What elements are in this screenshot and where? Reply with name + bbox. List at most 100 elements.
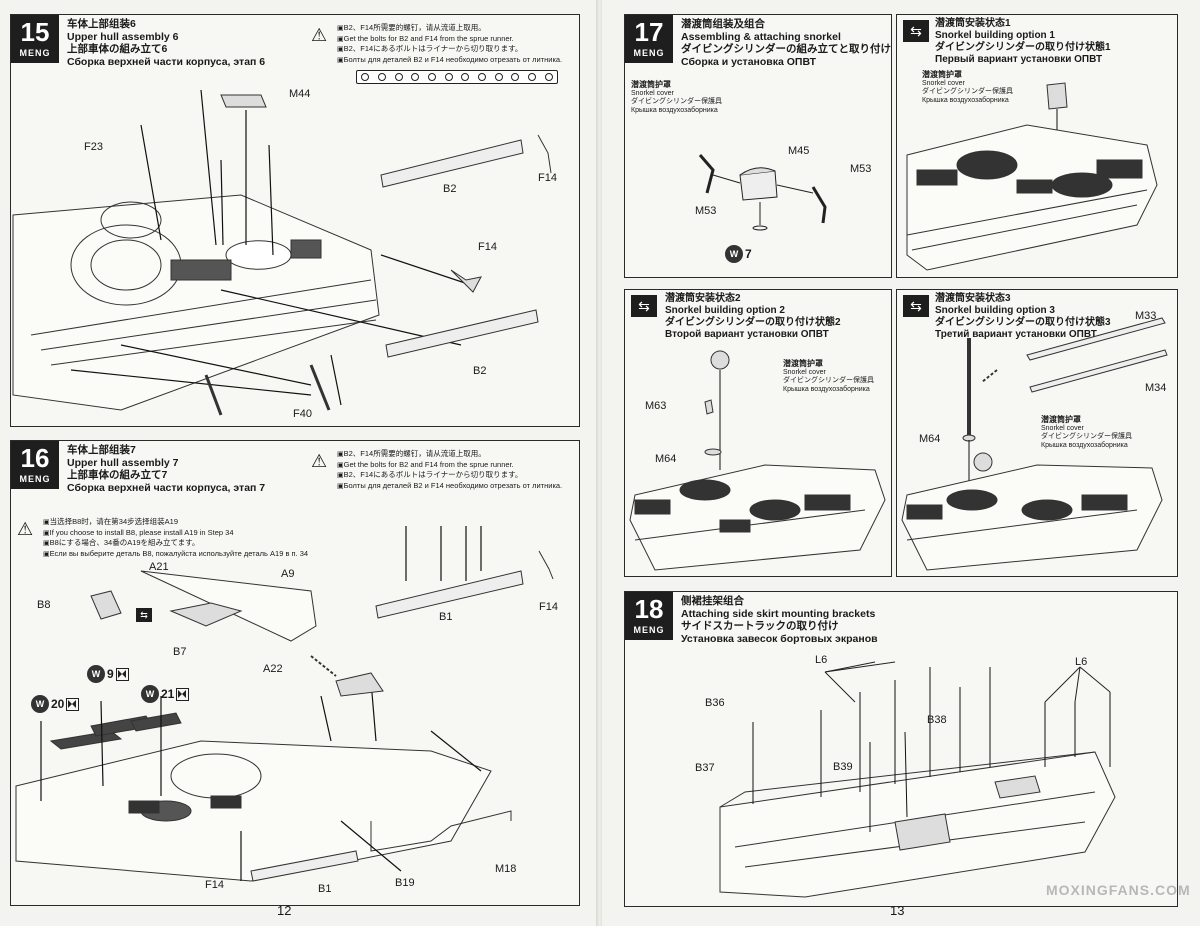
note-jp: ダイビングシリンダー保護具	[783, 377, 874, 385]
part-label: B1	[318, 883, 332, 895]
step-number: 15	[20, 17, 50, 47]
warning-cn: B2、F14所需要的螺钉，请从流道上取用。	[337, 449, 562, 460]
part-label: B38	[927, 714, 947, 726]
snorkel-cover-note: 潜渡筒护罩 Snorkel cover ダイビングシリンダー保護具 Крышка…	[783, 359, 874, 394]
part-label: M33	[1135, 310, 1157, 322]
paint-number: 7	[745, 247, 752, 261]
sprue-runner-icon	[356, 70, 558, 84]
title-ru: Третий вариант установки ОПВТ	[935, 329, 1097, 340]
option-swap-icon: ⇆	[136, 608, 152, 622]
part-label: M64	[655, 453, 677, 465]
title-cn: 潜渡筒安装状态1	[935, 18, 1011, 29]
step-number-box: 16 MENG	[11, 441, 59, 489]
part-label: B2	[473, 365, 487, 377]
part-label: F14	[205, 879, 224, 891]
step-number-box: 18 MENG	[625, 592, 673, 640]
brand-logo: MENG	[19, 474, 51, 484]
option-3-diagram	[901, 317, 1168, 571]
part-label: M34	[1145, 382, 1167, 394]
title-cn: 侧裙挂架组合	[681, 595, 744, 607]
step-16-diagram	[15, 526, 554, 882]
warning-en: Get the bolts for B2 and F14 from the sp…	[337, 34, 562, 45]
brand-logo: MENG	[633, 48, 665, 58]
brand-logo: MENG	[633, 625, 665, 635]
part-label: M64	[919, 433, 941, 445]
warning-en: Get the bolts for B2 and F14 from the sp…	[337, 460, 562, 471]
title-en: Snorkel building option 2	[665, 305, 785, 316]
step-17-panel: 17 MENG 潜渡筒组装及组合 Assembling & attaching …	[624, 14, 892, 278]
matte-icon	[66, 697, 80, 711]
note-en: Snorkel cover	[922, 79, 965, 87]
paint-badge-w21: W 21	[141, 685, 190, 703]
title-en: Assembling & attaching snorkel	[681, 30, 841, 43]
note-cn: 潜渡筒护罩	[631, 80, 671, 89]
note-cn: 潜渡筒护罩	[1041, 415, 1081, 424]
option-title-block: 潜渡筒安装状态1 Snorkel building option 1 ダイビング…	[935, 18, 1111, 66]
warning-icon: ⚠	[17, 519, 34, 539]
part-label: B37	[695, 762, 715, 774]
title-jp: ダイビングシリンダーの取り付け状態3	[935, 317, 1111, 328]
part-label: A22	[263, 663, 283, 675]
title-en: Upper hull assembly 6	[67, 30, 179, 43]
paint-number: 9	[107, 667, 114, 681]
left-page: 15 MENG 车体上部组装6 Upper hull assembly 6 上部…	[0, 0, 598, 926]
title-jp: ダイビングシリンダーの組み立てと取り付け	[681, 43, 891, 55]
part-label: M45	[788, 145, 810, 157]
warning-icon: ⚠	[311, 25, 328, 45]
paint-badge-w9: W 9	[87, 665, 129, 683]
snorkel-option-2-panel: ⇆ 潜渡筒安装状态2 Snorkel building option 2 ダイビ…	[624, 289, 892, 577]
page-number: 13	[890, 903, 905, 918]
step-15-panel: 15 MENG 车体上部组装6 Upper hull assembly 6 上部…	[10, 14, 580, 427]
part-label: M53	[850, 163, 872, 175]
watermark: MOXINGFANS.COM	[1046, 882, 1191, 898]
option-title-block: 潜渡筒安装状态2 Snorkel building option 2 ダイビング…	[665, 293, 841, 341]
b8-note: ⚠ 当选择B8时，请在第34步选择组装A19 If you choose to …	[17, 517, 317, 561]
title-en: Snorkel building option 1	[935, 30, 1055, 41]
step-15-diagram	[12, 89, 552, 416]
title-en: Upper hull assembly 7	[67, 456, 179, 469]
part-label: L6	[815, 654, 828, 666]
paint-badge-w7: W 7	[725, 245, 752, 263]
title-ru: Второй вариант установки ОПВТ	[665, 329, 829, 340]
title-en: Attaching side skirt mounting brackets	[681, 607, 876, 620]
note-en: If you choose to install B8, please inst…	[43, 528, 308, 539]
paint-code: W	[87, 665, 105, 683]
part-label: L6	[1075, 656, 1088, 668]
part-label: B36	[705, 697, 725, 709]
note-ru: Крышка воздухозаборника	[783, 385, 870, 393]
snorkel-option-1-panel: ⇆ 潜渡筒安装状态1 Snorkel building option 1 ダイビ…	[896, 14, 1178, 278]
part-label: F23	[84, 141, 103, 153]
note-ru: Крышка воздухозаборника	[922, 96, 1009, 104]
title-cn: 潜渡筒安装状态2	[665, 293, 741, 304]
title-jp: ダイビングシリンダーの取り付け状態1	[935, 42, 1111, 53]
note-ru: Крышка воздухозаборника	[631, 106, 718, 114]
note-jp: ダイビングシリンダー保護具	[1041, 433, 1132, 441]
step-title-block: 侧裙挂架组合 Attaching side skirt mounting bra…	[681, 595, 878, 645]
step-number: 17	[634, 17, 664, 47]
part-label: M44	[289, 88, 311, 100]
note-ru: Крышка воздухозаборника	[1041, 441, 1128, 449]
part-label: F14	[539, 601, 558, 613]
note-jp: ダイビングシリンダー保護具	[631, 98, 722, 106]
title-cn: 潜渡筒组装及组合	[681, 18, 765, 30]
option-icon: ⇆	[903, 295, 929, 317]
note-jp: ダイビングシリンダー保護具	[922, 88, 1013, 96]
option-icon: ⇆	[903, 20, 929, 42]
part-label: B7	[173, 646, 187, 658]
matte-icon	[115, 667, 129, 681]
paint-badge-w20: W 20	[31, 695, 80, 713]
step-title-block: 潜渡筒组装及组合 Assembling & attaching snorkel …	[681, 18, 891, 68]
note-ru: Если вы выберите деталь B8, пожалуйста и…	[43, 549, 308, 560]
title-ru: Сборка и установка ОПВТ	[681, 55, 817, 68]
paint-code: W	[31, 695, 49, 713]
right-page: 17 MENG 潜渡筒组装及组合 Assembling & attaching …	[602, 0, 1200, 926]
part-label: A21	[149, 561, 169, 573]
snorkel-cover-note: 潜渡筒护罩 Snorkel cover ダイビングシリンダー保護具 Крышка…	[922, 70, 1013, 105]
note-en: Snorkel cover	[1041, 424, 1084, 432]
note-jp: B8にする場合、34番のA19を組み立てます。	[43, 538, 308, 549]
paint-code: W	[725, 245, 743, 263]
title-jp: 上部車体の組み立て7	[67, 469, 168, 481]
part-label: B1	[439, 611, 453, 623]
part-label: M63	[645, 400, 667, 412]
title-ru: Сборка верхней части корпуса, этап 7	[67, 481, 266, 494]
